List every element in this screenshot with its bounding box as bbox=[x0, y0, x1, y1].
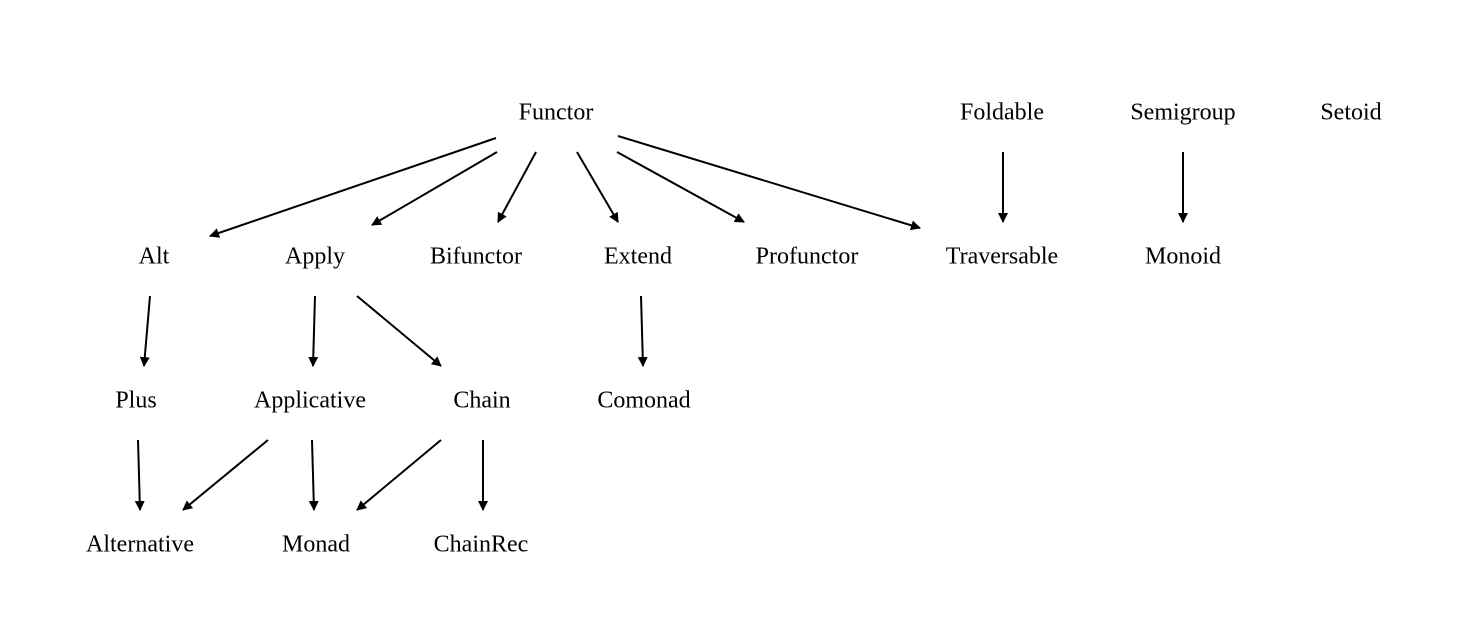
edge-apply-to-chain bbox=[356, 295, 442, 367]
node-plus: Plus bbox=[115, 388, 156, 414]
node-semigroup: Semigroup bbox=[1130, 100, 1235, 126]
node-setoid: Setoid bbox=[1320, 100, 1381, 126]
node-monoid: Monoid bbox=[1145, 244, 1221, 270]
edge-functor-to-apply bbox=[371, 151, 498, 226]
node-chainrec: ChainRec bbox=[434, 532, 529, 558]
node-extend: Extend bbox=[604, 244, 672, 270]
edge-chain-to-monad bbox=[356, 439, 442, 511]
edge-alt-to-plus bbox=[139, 295, 151, 367]
node-comonad: Comonad bbox=[597, 388, 690, 414]
node-bifunctor: Bifunctor bbox=[430, 244, 522, 270]
node-traversable: Traversable bbox=[946, 244, 1058, 270]
node-chain: Chain bbox=[453, 388, 510, 414]
edge-functor-to-alt bbox=[209, 137, 497, 238]
edge-extend-to-comonad bbox=[637, 295, 648, 367]
edge-plus-to-alternative bbox=[134, 439, 145, 511]
node-functor: Functor bbox=[519, 100, 594, 126]
node-alternative: Alternative bbox=[86, 532, 194, 558]
node-profunctor: Profunctor bbox=[756, 244, 859, 270]
node-alt: Alt bbox=[139, 244, 170, 270]
edge-functor-to-bifunctor bbox=[497, 151, 537, 223]
node-monad: Monad bbox=[282, 532, 350, 558]
node-applicative: Applicative bbox=[254, 388, 366, 414]
edge-apply-to-applicative bbox=[308, 295, 319, 367]
edges bbox=[134, 135, 1188, 511]
node-apply: Apply bbox=[285, 244, 345, 270]
edge-applicative-to-monad bbox=[308, 439, 319, 511]
edge-functor-to-profunctor bbox=[616, 151, 745, 223]
edge-functor-to-extend bbox=[576, 151, 619, 223]
edge-functor-to-traversable bbox=[617, 135, 921, 231]
node-foldable: Foldable bbox=[960, 100, 1044, 126]
edge-applicative-to-alternative bbox=[182, 439, 269, 511]
